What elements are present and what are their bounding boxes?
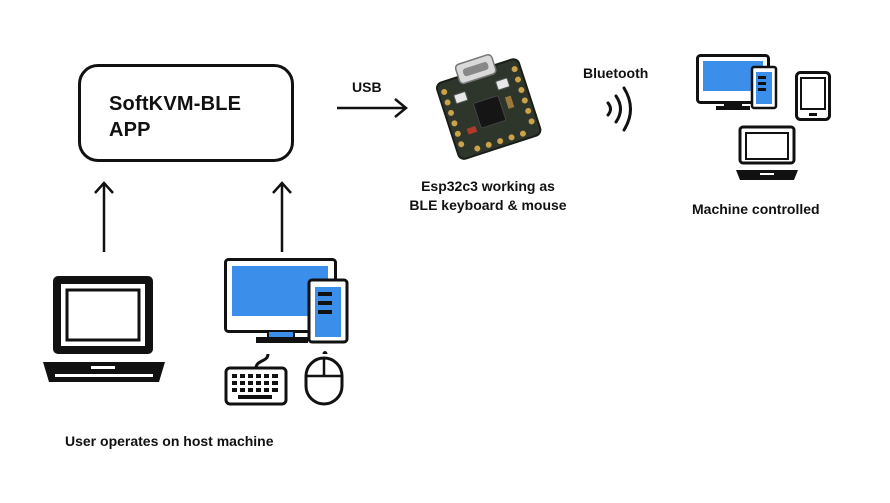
- target-desktop-icon: [696, 54, 778, 110]
- bluetooth-signal-icon: [606, 86, 632, 132]
- host-laptop-icon: [43, 276, 165, 382]
- target-tablet-icon: [795, 71, 831, 121]
- esp32c3-caption-line2: BLE keyboard & mouse: [409, 197, 567, 213]
- esp32c3-caption: Esp32c3 working as BLE keyboard & mouse: [388, 177, 588, 215]
- laptop-to-app-arrow: [94, 181, 114, 252]
- target-caption: Machine controlled: [692, 201, 820, 217]
- app-title: SoftKVM-BLE APP: [109, 93, 242, 141]
- desktop-to-app-arrow: [272, 181, 292, 252]
- esp32c3-board-icon: [435, 54, 542, 160]
- usb-label: USB: [352, 79, 382, 95]
- usb-arrow: [337, 98, 408, 118]
- host-desktop-icon: [224, 258, 349, 344]
- esp32c3-caption-line1: Esp32c3 working as: [421, 178, 555, 194]
- target-laptop-icon: [736, 125, 798, 180]
- host-caption: User operates on host machine: [65, 433, 274, 449]
- softkvm-app-box: SoftKVM-BLE APP: [78, 64, 294, 162]
- keyboard-icon: [224, 353, 288, 406]
- mouse-icon: [304, 351, 344, 406]
- bluetooth-label: Bluetooth: [583, 65, 649, 81]
